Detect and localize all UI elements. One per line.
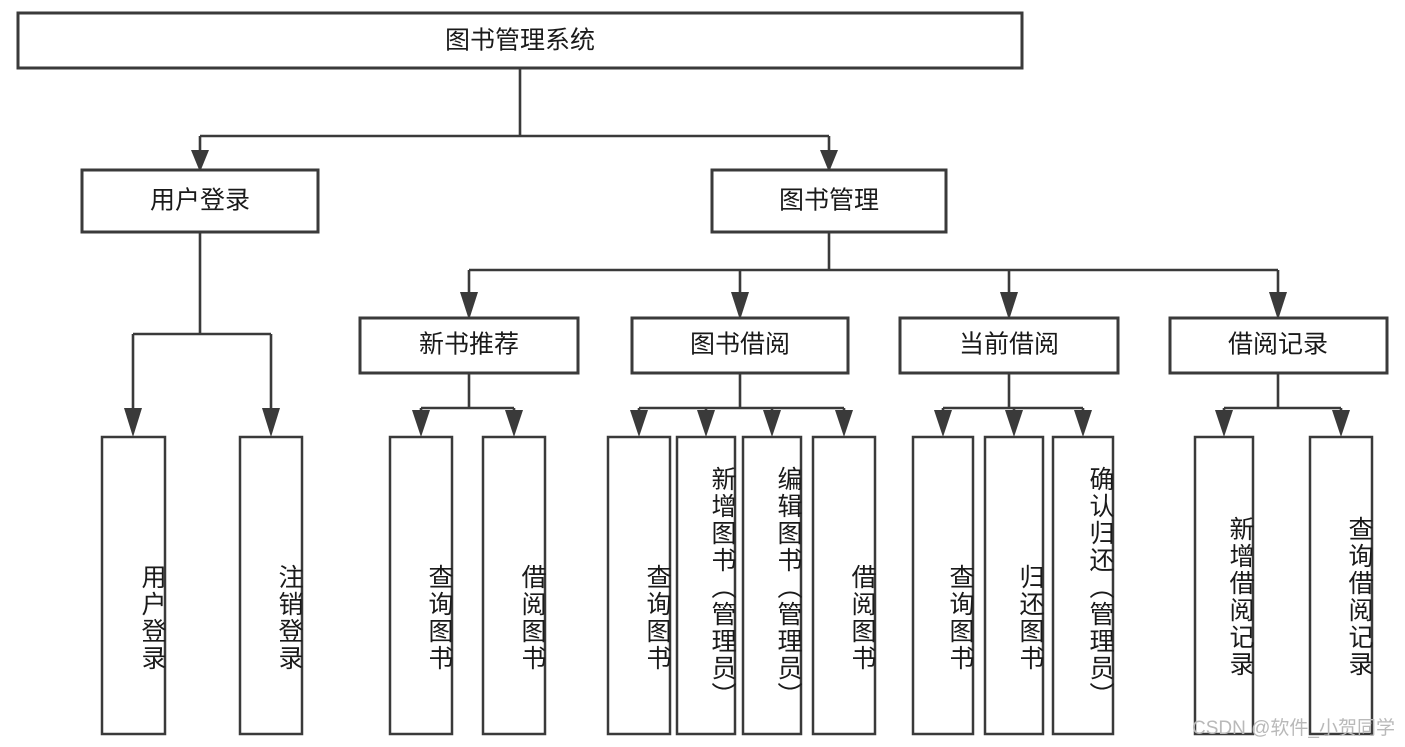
arrowhead-nb-borrow: [505, 410, 523, 437]
leaf-book-borrow-2[interactable]: [741, 435, 803, 736]
leaf-user-login-1[interactable]: [238, 435, 304, 736]
leaf-current-borrow-1[interactable]: [983, 435, 1045, 736]
leaf-borrow-record-0[interactable]: [1193, 435, 1255, 736]
arrowhead-bb-add: [697, 410, 715, 437]
leaf-current-borrow-0[interactable]: [911, 435, 975, 736]
connector-layer: [124, 68, 1350, 437]
arrowhead-user-login: [191, 150, 209, 172]
label-new-book-recommend: 新书推荐: [419, 331, 519, 359]
arrowhead-new-book: [460, 292, 478, 320]
node-borrow-record[interactable]: [1168, 316, 1389, 375]
label-layer: 图书管理系统 用户登录 图书管理 新书推荐 图书借阅 当前借阅 借阅记录: [150, 27, 1328, 359]
node-root[interactable]: [16, 11, 1024, 70]
node-book-borrow[interactable]: [630, 316, 850, 375]
leaf-borrow-record-1[interactable]: [1308, 435, 1374, 736]
node-new-book-recommend[interactable]: [358, 316, 580, 375]
arrowhead-br-add: [1215, 410, 1233, 437]
arrowhead-cb-query: [934, 410, 952, 437]
arrowhead-leaf-user-login: [124, 408, 142, 437]
leaf-book-borrow-0[interactable]: [606, 435, 672, 736]
node-book-management[interactable]: [710, 168, 948, 234]
arrowhead-cb-confirm: [1074, 410, 1092, 437]
arrowhead-leaf-logout: [262, 408, 280, 437]
arrowhead-borrow-record: [1269, 292, 1287, 320]
leaf-user-login-0[interactable]: [100, 435, 167, 736]
leaf-current-borrow-2[interactable]: [1051, 435, 1115, 736]
arrowhead-book-mgmt: [820, 150, 838, 172]
csdn-watermark: CSDN @软件_小贺同学: [1192, 718, 1395, 739]
arrowhead-nb-query: [412, 410, 430, 437]
label-current-borrow: 当前借阅: [959, 331, 1059, 359]
arrowhead-cb-return: [1005, 410, 1023, 437]
node-current-borrow[interactable]: [898, 316, 1120, 375]
label-borrow-record: 借阅记录: [1228, 331, 1328, 359]
arrowhead-bb-edit: [763, 410, 781, 437]
node-layer: [16, 11, 1389, 736]
arrowhead-br-query: [1332, 410, 1350, 437]
node-user-login[interactable]: [80, 168, 320, 234]
leaf-new-book-0[interactable]: [388, 435, 454, 736]
leaf-book-borrow-3[interactable]: [811, 435, 877, 736]
arrowhead-current-borrow: [1000, 292, 1018, 320]
leaf-new-book-1[interactable]: [481, 435, 547, 736]
arrowhead-book-borrow: [731, 292, 749, 320]
label-book-management: 图书管理: [779, 187, 879, 215]
label-user-login: 用户登录: [150, 187, 250, 215]
arrowhead-bb-borrow: [835, 410, 853, 437]
leaf-book-borrow-1[interactable]: [675, 435, 737, 736]
label-root: 图书管理系统: [445, 27, 595, 55]
label-book-borrow: 图书借阅: [690, 331, 790, 359]
arrowhead-bb-query: [630, 410, 648, 437]
